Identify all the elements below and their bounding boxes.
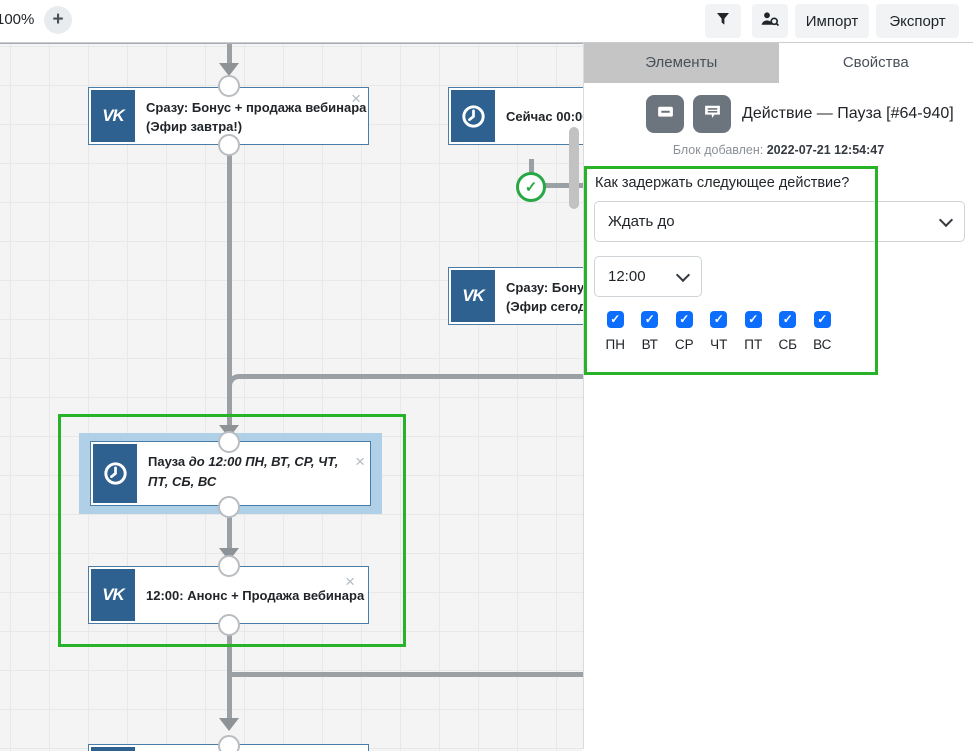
comment-icon <box>703 102 722 126</box>
node-timer-now[interactable]: Сейчас 00:00 <box>448 87 583 145</box>
add-block-button[interactable]: + <box>44 6 72 34</box>
weekday-item: ✓ СР <box>667 311 702 352</box>
checkbox-saturday[interactable]: ✓ <box>779 311 796 328</box>
connector-port[interactable] <box>218 134 240 156</box>
checkbox-sunday[interactable]: ✓ <box>814 311 831 328</box>
weekday-label[interactable]: ВТ <box>642 337 658 352</box>
weekday-item: ✓ ВС <box>805 311 840 352</box>
weekday-item: ✓ ПТ <box>736 311 771 352</box>
weekday-item: ✓ СБ <box>771 311 806 352</box>
connector-line <box>243 374 583 379</box>
import-button[interactable]: Импорт <box>795 4 869 38</box>
weekday-label[interactable]: ЧТ <box>710 337 727 352</box>
node-text: Сразу: Бонус + продажа вебинара (Эфир за… <box>135 88 368 144</box>
export-button[interactable]: Экспорт <box>876 4 959 38</box>
weekday-label[interactable]: ПТ <box>744 337 762 352</box>
close-icon[interactable]: × <box>351 90 361 107</box>
chevron-down-icon <box>676 267 690 281</box>
weekday-item: ✓ ПН <box>598 311 633 352</box>
node-text: Пауза до 12:00 ПН, ВТ, СР, ЧТ, ПТ, СБ, В… <box>137 442 370 505</box>
filter-button[interactable] <box>705 4 741 38</box>
flow-canvas: VK Сразу: Бонус + продажа вебинара (Эфир… <box>0 42 583 751</box>
time-value: 12:00 <box>608 268 646 285</box>
clock-icon <box>451 90 495 142</box>
connector-line <box>231 672 583 677</box>
node-vk-immediate-today[interactable]: VK Сразу: Бону (Эфир сегод <box>448 267 583 325</box>
close-icon[interactable]: × <box>355 453 365 470</box>
toolbar: 100% + Импорт Экспорт <box>0 0 973 43</box>
vk-icon: VK <box>91 747 135 751</box>
user-search-button[interactable] <box>752 4 788 38</box>
checkbox-monday[interactable]: ✓ <box>607 311 624 328</box>
chevron-down-icon <box>939 212 953 226</box>
tab-elements[interactable]: Элементы <box>584 42 779 83</box>
arrow-down-icon <box>219 718 239 731</box>
node-text: Сразу: Бону (Эфир сегод <box>495 268 583 324</box>
weekday-label[interactable]: ВС <box>813 337 831 352</box>
tab-properties[interactable]: Свойства <box>779 42 973 83</box>
user-search-icon <box>760 10 780 32</box>
panel-tabs: Элементы Свойства <box>584 42 973 83</box>
delay-question-label: Как задержать следующее действие? <box>595 175 849 191</box>
close-icon[interactable]: × <box>345 573 355 590</box>
weekday-label[interactable]: СР <box>675 337 694 352</box>
rename-block-button[interactable] <box>646 95 684 133</box>
checkbox-wednesday[interactable]: ✓ <box>676 311 693 328</box>
connector-line <box>227 635 232 720</box>
vk-icon: VK <box>91 90 135 142</box>
weekday-item: ✓ ВТ <box>633 311 668 352</box>
node-text <box>135 745 368 751</box>
zoom-level-label: 100% <box>0 11 34 28</box>
comment-block-button[interactable] <box>693 95 731 133</box>
checkbox-thursday[interactable]: ✓ <box>710 311 727 328</box>
node-text: 12:00: Анонс + Продажа вебинара <box>135 567 368 623</box>
connector-line <box>227 44 232 64</box>
weekday-checkbox-group: ✓ ПН ✓ ВТ ✓ СР ✓ ЧТ ✓ ПТ ✓ СБ ✓ ВС <box>598 311 840 352</box>
checkbox-tuesday[interactable]: ✓ <box>641 311 658 328</box>
block-added-meta: Блок добавлен: 2022-07-21 12:54:47 <box>584 143 973 157</box>
wait-mode-select[interactable]: Ждать до <box>594 201 965 242</box>
connector-port[interactable] <box>218 496 240 518</box>
weekday-label[interactable]: СБ <box>778 337 797 352</box>
checkbox-friday[interactable]: ✓ <box>745 311 762 328</box>
connector-port[interactable] <box>218 431 240 453</box>
connector-port[interactable] <box>218 75 240 97</box>
connector-line <box>227 517 232 550</box>
clock-icon <box>93 444 137 503</box>
condition-check-icon[interactable]: ✓ <box>516 172 546 202</box>
card-icon <box>656 102 675 126</box>
canvas-scrollbar-thumb[interactable] <box>569 127 579 209</box>
connector-port[interactable] <box>218 555 240 577</box>
block-title: Действие — Пауза [#64-940] <box>742 105 954 123</box>
filter-icon <box>715 11 731 31</box>
wait-mode-value: Ждать до <box>608 213 675 230</box>
time-select[interactable]: 12:00 <box>594 256 702 297</box>
weekday-item: ✓ ЧТ <box>702 311 737 352</box>
vk-icon: VK <box>91 569 135 621</box>
vk-icon: VK <box>451 270 495 322</box>
properties-panel: Элементы Свойства Действие — Пауза [#64-… <box>583 42 973 749</box>
connector-port[interactable] <box>218 614 240 636</box>
weekday-label[interactable]: ПН <box>606 337 625 352</box>
